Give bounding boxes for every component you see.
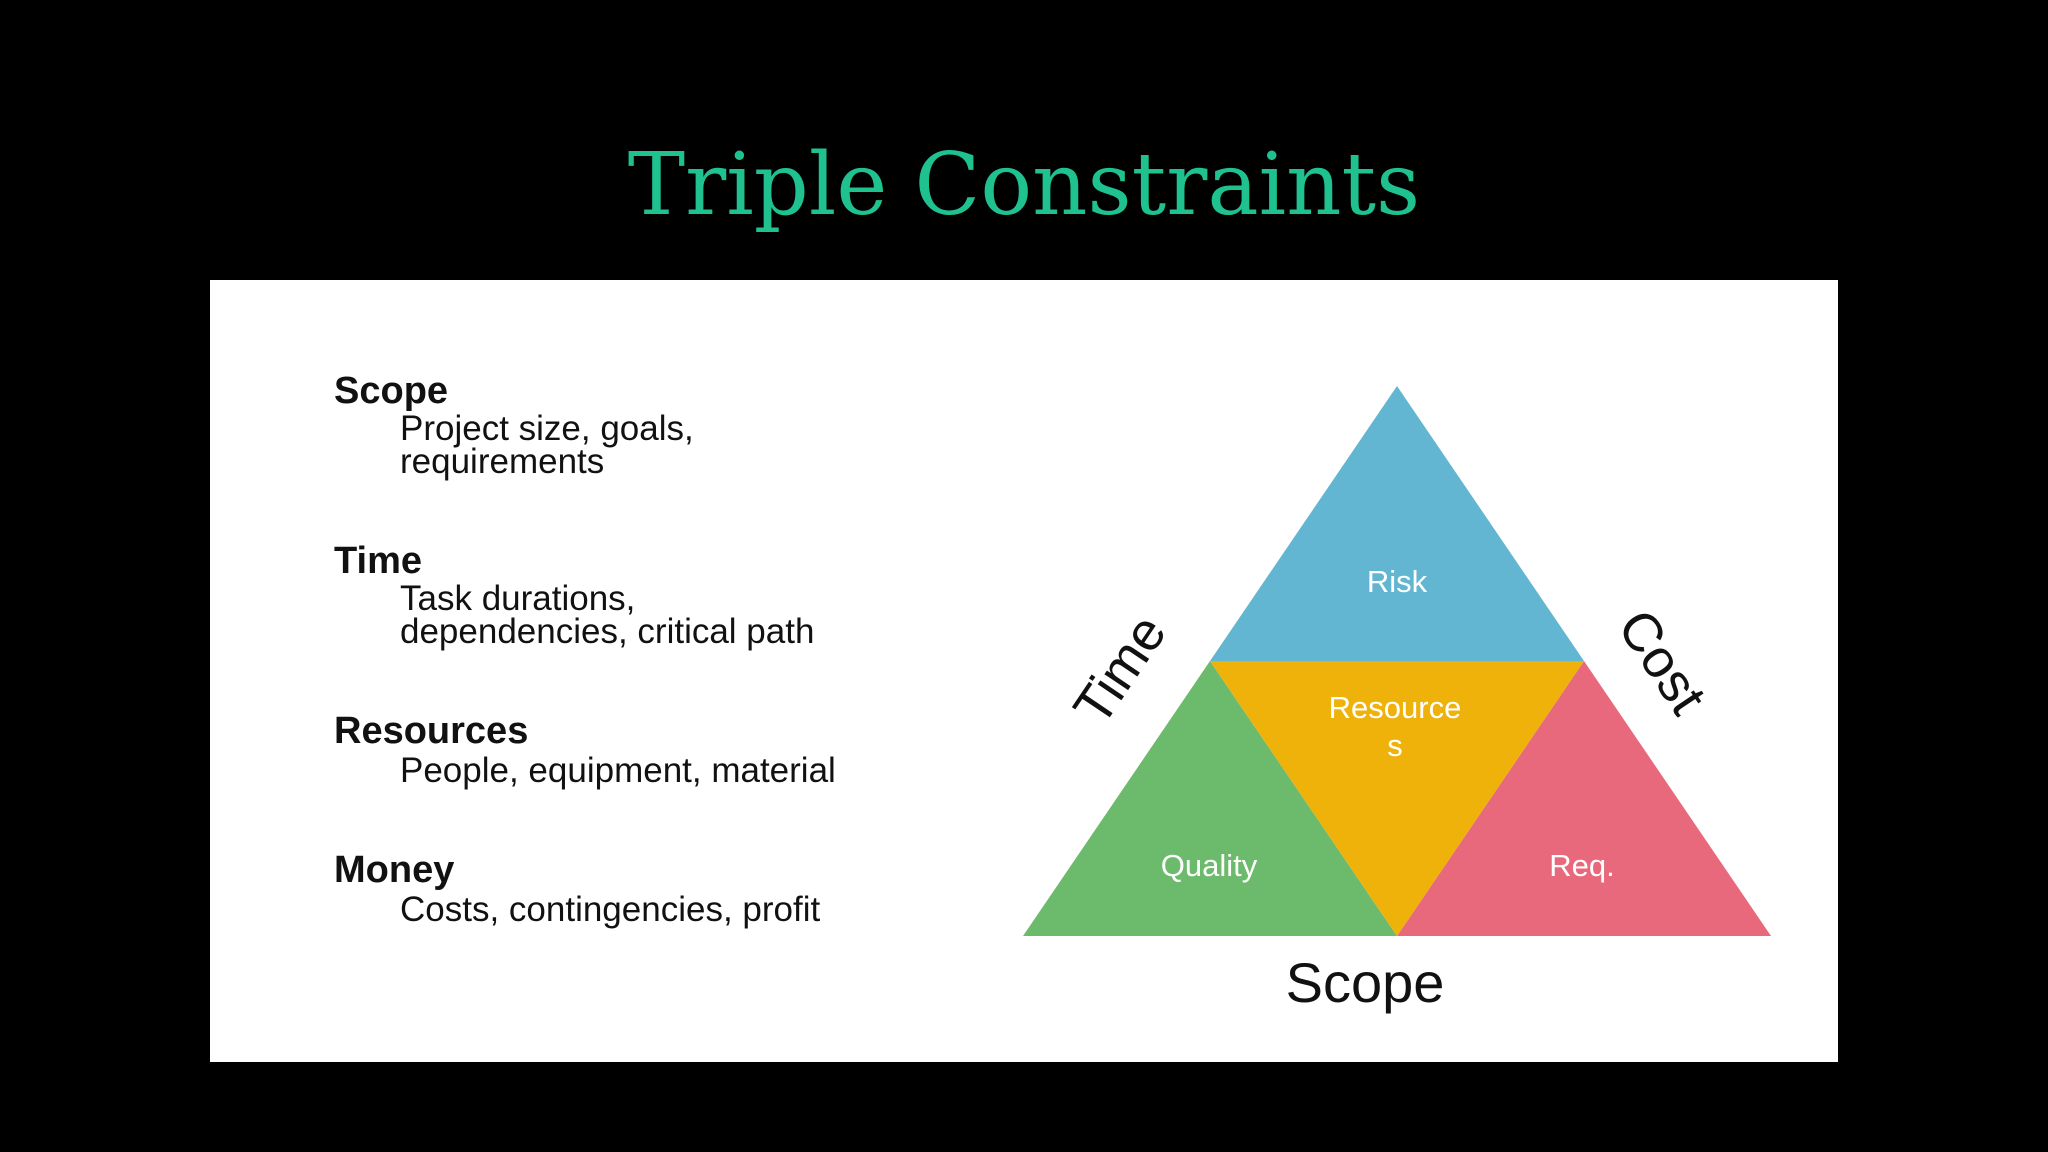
term-description: Task durations, dependencies, critical p… bbox=[400, 579, 815, 651]
term-time: Time Task durations, dependencies, criti… bbox=[334, 540, 1034, 651]
triangle-top-segment bbox=[1210, 386, 1584, 661]
side-label-scope: Scope bbox=[1286, 951, 1445, 1014]
slide-title: Triple Constraints bbox=[627, 135, 1421, 235]
triangle-left-segment bbox=[1023, 661, 1397, 936]
triple-constraint-triangle: Risk Resource s Quality Req. Time Cost S… bbox=[1023, 386, 1771, 1014]
term-heading: Time bbox=[334, 540, 423, 582]
term-heading: Resources bbox=[334, 710, 529, 752]
content-panel: Scope Project size, goals, requirements … bbox=[210, 280, 1838, 1062]
segment-label-resources-line2: s bbox=[1387, 728, 1403, 763]
term-money: Money Costs, contingencies, profit bbox=[334, 849, 1034, 929]
triangle-center-segment bbox=[1210, 661, 1584, 936]
term-description: Costs, contingencies, profit bbox=[400, 890, 821, 929]
term-scope: Scope Project size, goals, requirements bbox=[334, 370, 1034, 481]
term-description: Project size, goals, requirements bbox=[400, 409, 694, 481]
term-heading: Money bbox=[334, 849, 455, 891]
segment-label-resources-line1: Resource bbox=[1329, 690, 1462, 725]
side-label-cost: Cost bbox=[1606, 599, 1718, 725]
segment-label-req: Req. bbox=[1549, 848, 1614, 883]
segment-label-quality: Quality bbox=[1161, 848, 1258, 883]
term-description: People, equipment, material bbox=[400, 751, 836, 790]
term-heading: Scope bbox=[334, 370, 449, 412]
segment-label-risk: Risk bbox=[1367, 564, 1428, 599]
triangle-right-segment bbox=[1397, 661, 1771, 936]
side-label-time: Time bbox=[1062, 604, 1178, 735]
term-resources: Resources People, equipment, material bbox=[334, 710, 1034, 790]
